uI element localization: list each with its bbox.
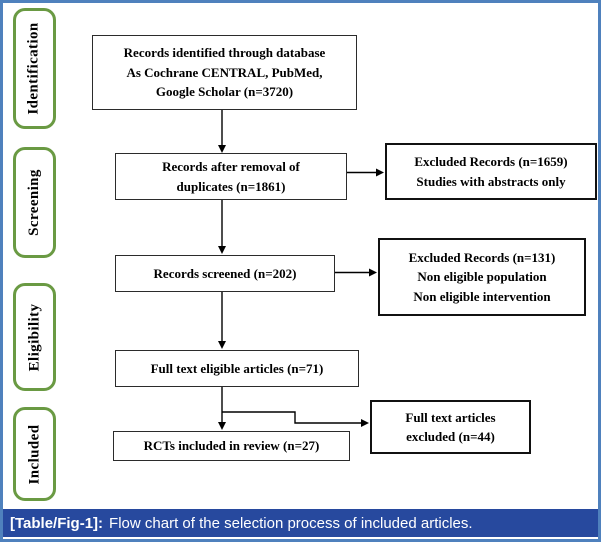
caption-label: [Table/Fig-1]: xyxy=(10,514,104,532)
arrow-screened-to-excluded-population xyxy=(333,268,377,277)
figure-caption-bar: [Table/Fig-1]: Flow chart of the selecti… xyxy=(3,509,598,537)
stage-label: Screening xyxy=(26,169,42,236)
box-excluded-population: Excluded Records (n=131) Non eligible po… xyxy=(378,238,586,316)
arrow-screened-to-eligible xyxy=(218,290,226,349)
box-text: Excluded Records (n=1659) Studies with a… xyxy=(414,154,568,189)
stage-label: Identification xyxy=(26,22,42,115)
arrow-duplicates-to-excluded-abstracts xyxy=(345,168,384,177)
box-text: Records identified through database As C… xyxy=(123,45,326,100)
box-text: Excluded Records (n=131) Non eligible po… xyxy=(408,249,556,304)
arrow-duplicates-to-screened xyxy=(218,198,226,254)
box-records-after-removal: Records after removal of duplicates (n=1… xyxy=(115,153,347,200)
box-text: Records screened (n=202) xyxy=(153,265,297,281)
stage-identification: Identification xyxy=(13,8,56,129)
box-text: Full text eligible articles (n=71) xyxy=(150,360,324,376)
box-records-identified: Records identified through database As C… xyxy=(92,35,357,110)
stage-eligibility: Eligibility xyxy=(13,283,56,391)
arrow-branch-to-full-text-excluded xyxy=(222,411,369,427)
stage-label: Eligibility xyxy=(26,303,42,371)
stage-screening: Screening xyxy=(13,147,56,258)
stage-label: Included xyxy=(26,424,43,484)
box-text: Records after removal of duplicates (n=1… xyxy=(162,159,300,194)
box-text: Full text articles excluded (n=44) xyxy=(405,409,496,445)
box-full-text-excluded: Full text articles excluded (n=44) xyxy=(370,400,531,454)
box-rcts-included: RCTs included in review (n=27) xyxy=(113,431,350,461)
box-records-screened: Records screened (n=202) xyxy=(115,255,335,292)
box-full-text-eligible: Full text eligible articles (n=71) xyxy=(115,350,359,387)
arrow-identified-to-duplicates xyxy=(218,108,226,153)
box-excluded-abstracts: Excluded Records (n=1659) Studies with a… xyxy=(385,143,597,200)
box-text: RCTs included in review (n=27) xyxy=(143,438,320,454)
arrow-eligible-to-rcts xyxy=(218,385,226,430)
stage-included: Included xyxy=(13,407,56,501)
caption-text: Flow chart of the selection process of i… xyxy=(109,514,473,532)
